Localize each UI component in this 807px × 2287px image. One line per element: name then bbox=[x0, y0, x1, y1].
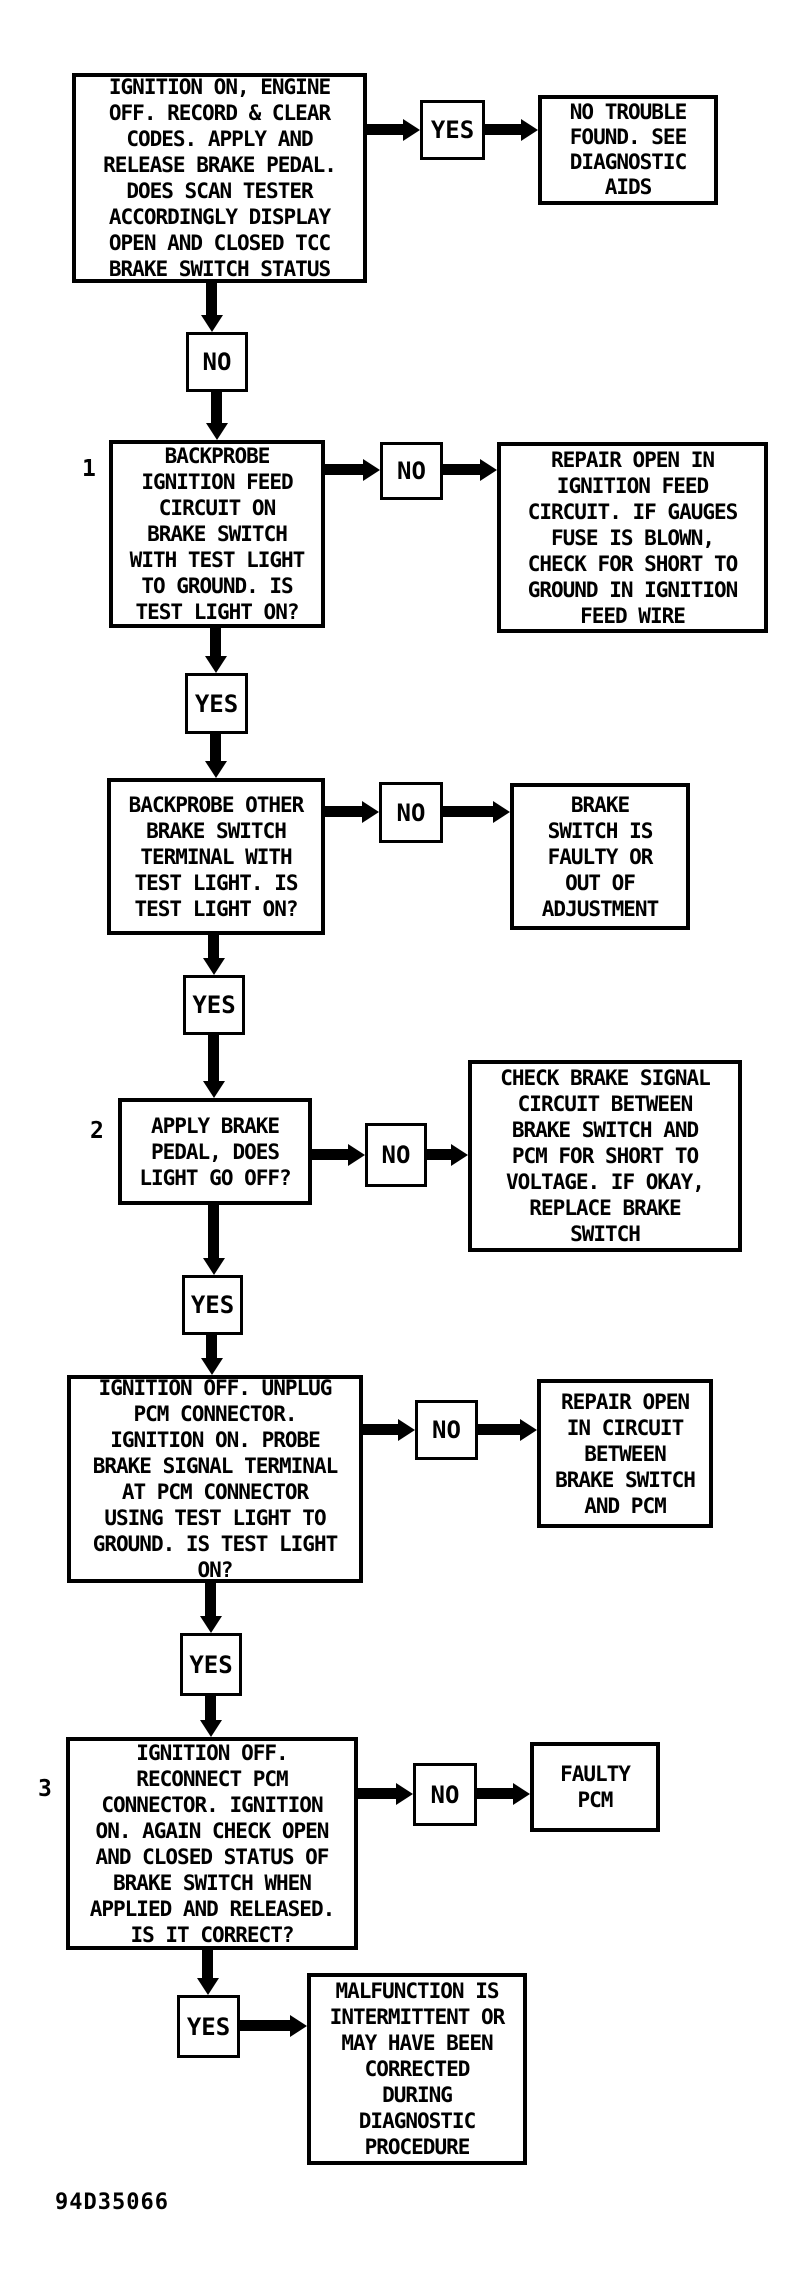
arrow-yes-to-backprobe2-shaft bbox=[210, 734, 221, 761]
arrow-yes-to-recheck-head bbox=[200, 1720, 222, 1737]
arrow-yes-to-backprobe2-head bbox=[205, 761, 227, 778]
arrow-no-to-repair-circuit-shaft bbox=[478, 1424, 520, 1435]
no-tag-scan: NO bbox=[186, 332, 248, 392]
arrow-yes-to-probe-pcm-head bbox=[201, 1358, 223, 1375]
arrow-scan-to-yes-head bbox=[403, 119, 420, 141]
arrow-yes-to-recheck-shaft bbox=[205, 1696, 216, 1720]
arrow-no-to-repair-feed-shaft bbox=[443, 464, 480, 475]
arrow-probe-to-yes-head bbox=[200, 1616, 222, 1633]
node-repair-ignition-feed: REPAIR OPEN IN IGNITION FEED CIRCUIT. IF… bbox=[497, 442, 768, 633]
arrow-yes-to-apply-brake-head bbox=[203, 1081, 225, 1098]
figure-code: 94D35066 bbox=[55, 2190, 169, 2215]
arrow-apply-to-no-shaft bbox=[312, 1149, 348, 1160]
yes-tag-apply: YES bbox=[182, 1275, 243, 1335]
no-tag-apply: NO bbox=[365, 1123, 427, 1187]
arrow-backprobe2-to-no-head bbox=[362, 801, 379, 823]
no-tag-backprobe2: NO bbox=[379, 782, 443, 843]
arrow-scan-to-no-shaft bbox=[206, 283, 217, 315]
node-check-brake-signal: CHECK BRAKE SIGNAL CIRCUIT BETWEEN BRAKE… bbox=[468, 1060, 742, 1252]
arrow-no-to-check-signal-head bbox=[451, 1144, 468, 1166]
yes-tag-recheck: YES bbox=[177, 1995, 240, 2058]
yes-tag-probe: YES bbox=[180, 1633, 242, 1696]
node-brake-switch-faulty: BRAKE SWITCH IS FAULTY OR OUT OF ADJUSTM… bbox=[510, 783, 690, 930]
arrow-yes-to-no-trouble-shaft bbox=[485, 124, 521, 135]
node-backprobe-other-terminal: BACKPROBE OTHER BRAKE SWITCH TERMINAL WI… bbox=[107, 778, 325, 935]
arrow-scan-to-no-head bbox=[201, 315, 223, 332]
node-recheck-switch-status: IGNITION OFF. RECONNECT PCM CONNECTOR. I… bbox=[66, 1737, 358, 1950]
arrow-probe-to-no-head bbox=[398, 1419, 415, 1441]
arrow-backprobe2-to-yes-shaft bbox=[208, 935, 219, 958]
arrow-apply-to-yes-head bbox=[203, 1258, 225, 1275]
step-label-2: 2 bbox=[90, 1118, 104, 1144]
arrow-backprobe1-to-yes-head bbox=[205, 656, 227, 673]
arrow-yes-to-no-trouble-head bbox=[521, 119, 538, 141]
arrow-no-to-switch-faulty-shaft bbox=[443, 806, 493, 817]
node-repair-open-circuit: REPAIR OPEN IN CIRCUIT BETWEEN BRAKE SWI… bbox=[537, 1379, 713, 1528]
arrow-yes-to-malfunction-shaft bbox=[240, 2020, 290, 2031]
no-tag-backprobe1: NO bbox=[380, 442, 443, 500]
arrow-backprobe1-to-no-shaft bbox=[325, 464, 363, 475]
arrow-no-to-backprobe-head bbox=[206, 423, 228, 440]
yes-tag-scan: YES bbox=[420, 100, 485, 160]
node-backprobe-ignition-feed: BACKPROBE IGNITION FEED CIRCUIT ON BRAKE… bbox=[109, 440, 325, 628]
arrow-recheck-to-yes-head bbox=[197, 1978, 219, 1995]
arrow-backprobe2-to-yes-head bbox=[203, 958, 225, 975]
arrow-backprobe2-to-no-shaft bbox=[325, 806, 362, 817]
arrow-no-to-switch-faulty-head bbox=[493, 801, 510, 823]
arrow-backprobe1-to-no-head bbox=[363, 459, 380, 481]
arrow-probe-to-no-shaft bbox=[363, 1424, 398, 1435]
node-scan-tester-check: IGNITION ON, ENGINE OFF. RECORD & CLEAR … bbox=[72, 73, 367, 283]
step-label-3: 3 bbox=[38, 1776, 52, 1802]
arrow-yes-to-malfunction-head bbox=[290, 2015, 307, 2037]
node-faulty-pcm: FAULTY PCM bbox=[530, 1742, 660, 1832]
arrow-no-to-faulty-pcm-head bbox=[513, 1783, 530, 1805]
node-malfunction-intermittent: MALFUNCTION IS INTERMITTENT OR MAY HAVE … bbox=[307, 1973, 527, 2165]
step-label-1: 1 bbox=[82, 456, 96, 482]
arrow-recheck-to-no-shaft bbox=[358, 1788, 396, 1799]
arrow-no-to-faulty-pcm-shaft bbox=[477, 1788, 513, 1799]
arrow-no-to-repair-feed-head bbox=[480, 459, 497, 481]
no-tag-recheck: NO bbox=[413, 1763, 477, 1826]
arrow-yes-to-apply-brake-shaft bbox=[208, 1035, 219, 1081]
arrow-probe-to-yes-shaft bbox=[205, 1583, 216, 1616]
arrow-no-to-repair-circuit-head bbox=[520, 1419, 537, 1441]
arrow-recheck-to-yes-shaft bbox=[202, 1950, 213, 1978]
node-apply-brake-pedal: APPLY BRAKE PEDAL, DOES LIGHT GO OFF? bbox=[118, 1098, 312, 1205]
arrow-no-to-check-signal-shaft bbox=[427, 1149, 451, 1160]
arrow-no-to-backprobe-shaft bbox=[211, 392, 222, 423]
arrow-scan-to-yes-shaft bbox=[367, 124, 403, 135]
yes-tag-backprobe1: YES bbox=[185, 673, 248, 734]
node-probe-pcm-connector: IGNITION OFF. UNPLUG PCM CONNECTOR. IGNI… bbox=[67, 1375, 363, 1583]
arrow-recheck-to-no-head bbox=[396, 1783, 413, 1805]
arrow-apply-to-yes-shaft bbox=[208, 1205, 219, 1258]
node-no-trouble-found: NO TROUBLE FOUND. SEE DIAGNOSTIC AIDS bbox=[538, 95, 718, 205]
arrow-backprobe1-to-yes-shaft bbox=[210, 628, 221, 656]
no-tag-probe: NO bbox=[415, 1400, 478, 1460]
arrow-yes-to-probe-pcm-shaft bbox=[206, 1335, 217, 1358]
arrow-apply-to-no-head bbox=[348, 1144, 365, 1166]
yes-tag-backprobe2: YES bbox=[183, 975, 245, 1035]
